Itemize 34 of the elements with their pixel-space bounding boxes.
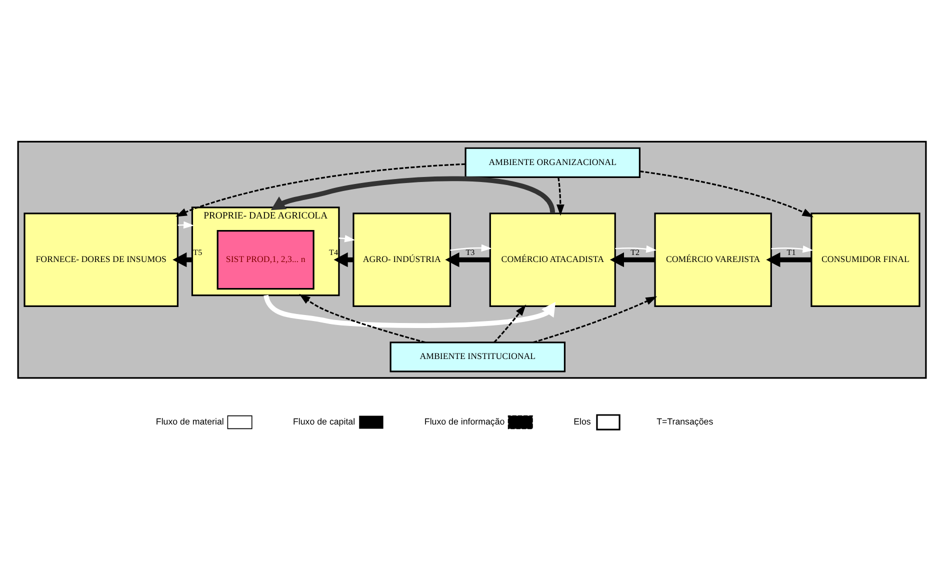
legend-label: Fluxo de material: [156, 416, 224, 426]
node-box: AMBIENTE ORGANIZACIONAL: [464, 146, 641, 178]
label: T=Transações: [656, 416, 714, 426]
node-box: COMÉRCIO ATACADISTA: [489, 212, 616, 306]
arrow: [766, 252, 812, 267]
node-box: AGRO- INDÚSTRIA: [352, 212, 452, 306]
arrow: [556, 176, 564, 216]
arrow: [270, 176, 555, 214]
arrow: [615, 244, 657, 252]
arrow: [771, 244, 814, 252]
edge-label: T2: [630, 247, 640, 256]
arrow: [338, 234, 356, 242]
arrow: [176, 162, 466, 216]
edge-label: T1: [786, 247, 796, 256]
cluster: [17, 140, 927, 378]
node-box: CONSUMIDOR FINAL: [810, 212, 920, 306]
legend-label: Fluxo de capital: [293, 416, 356, 426]
arrow: [299, 293, 426, 343]
arrow: [532, 296, 658, 343]
node-box: COMÉRCIO VAREJISTA: [654, 212, 772, 306]
edge-label: T5: [193, 247, 202, 256]
edge-label: T3: [466, 247, 475, 256]
arrow: [450, 244, 492, 252]
arrow: [494, 304, 526, 342]
legend-label: Fluxo de informação: [424, 416, 505, 426]
node-box: SIST PROD,1, 2,3... n: [216, 229, 314, 290]
arrow: [445, 252, 490, 267]
edge-label: T4: [329, 247, 338, 256]
arrow: [264, 294, 556, 328]
arrow: [640, 170, 814, 217]
node-box: AMBIENTE INSTITUCIONAL: [390, 341, 566, 372]
arrow: [610, 252, 655, 267]
legend-label: Elos: [574, 416, 591, 426]
node-box: FORNECE- DORES DE INSUMOS: [24, 212, 179, 306]
